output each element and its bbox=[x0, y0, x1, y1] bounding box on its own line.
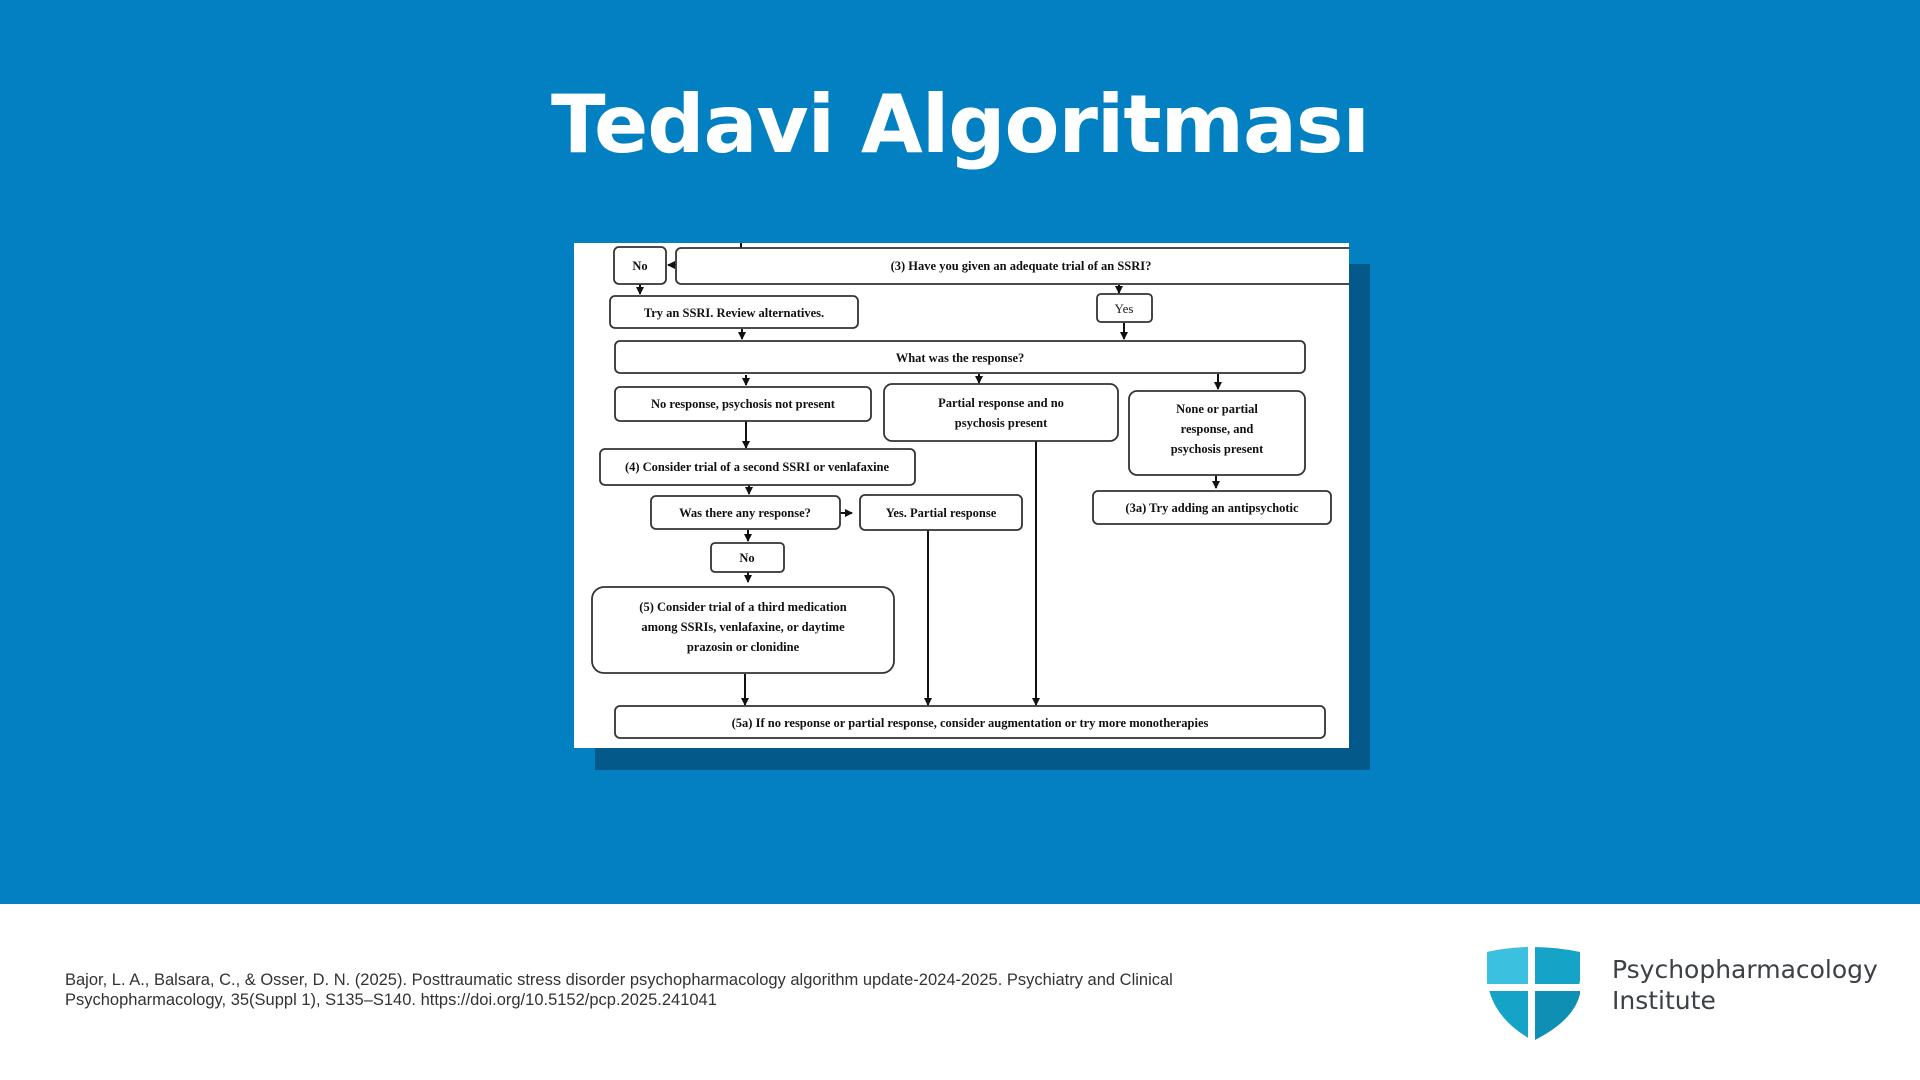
psychopharmacology-institute-logo: Psychopharmacology Institute bbox=[1484, 944, 1878, 1044]
partial-no-psychosis-text-1: Partial response and no bbox=[938, 396, 1064, 410]
shield-cross-icon bbox=[1484, 946, 1584, 1042]
yes-partial-text: Yes. Partial response bbox=[886, 506, 997, 520]
none-partial-psychosis-box bbox=[1128, 390, 1306, 476]
citation: Bajor, L. A., Balsara, C., & Osser, D. N… bbox=[65, 970, 1395, 1010]
step5-text-3: prazosin or clonidine bbox=[687, 640, 800, 654]
adequate-trial-question-text: (3) Have you given an adequate trial of … bbox=[891, 259, 1152, 273]
none-partial-psychosis-text-2: response, and bbox=[1181, 422, 1254, 436]
no-label-2: No bbox=[739, 551, 754, 565]
logo-line-1: Psychopharmacology bbox=[1612, 955, 1878, 984]
step5a-box bbox=[614, 705, 1326, 739]
yes-partial-box bbox=[859, 494, 1023, 531]
response-question-box bbox=[614, 340, 1306, 374]
step3a-text: (3a) Try adding an antipsychotic bbox=[1125, 501, 1299, 515]
logo-line-2: Institute bbox=[1612, 986, 1716, 1015]
logo-wordmark: Psychopharmacology Institute bbox=[1612, 954, 1878, 1016]
citation-line-2: Psychopharmacology, 35(Suppl 1), S135–S1… bbox=[65, 991, 717, 1009]
response-question-text: What was the response? bbox=[896, 351, 1025, 365]
step4-box bbox=[599, 448, 916, 486]
step3a-box bbox=[1092, 490, 1332, 525]
no-label-1: No bbox=[632, 259, 647, 273]
flowchart-figure: No (3) Have you given an adequate trial … bbox=[574, 243, 1349, 748]
no-box-2 bbox=[710, 542, 785, 573]
partial-no-psychosis-text-2: psychosis present bbox=[955, 416, 1048, 430]
try-ssri-box bbox=[609, 295, 859, 329]
adequate-trial-question-box bbox=[675, 247, 1349, 285]
no-response-box bbox=[614, 386, 872, 422]
any-response-box bbox=[650, 495, 841, 530]
flowchart-svg: No (3) Have you given an adequate trial … bbox=[591, 243, 1349, 739]
step5-box bbox=[591, 586, 895, 674]
no-response-text: No response, psychosis not present bbox=[651, 397, 836, 411]
citation-line-1: Bajor, L. A., Balsara, C., & Osser, D. N… bbox=[65, 971, 1173, 989]
slide-footer: Bajor, L. A., Balsara, C., & Osser, D. N… bbox=[0, 904, 1920, 1080]
yes-box-1 bbox=[1096, 293, 1153, 323]
slide-title: Tedavi Algoritması bbox=[551, 78, 1370, 171]
none-partial-psychosis-text-1: None or partial bbox=[1176, 402, 1258, 416]
partial-no-psychosis-box bbox=[883, 383, 1119, 442]
yes-label-1: Yes bbox=[1115, 301, 1134, 316]
any-response-text: Was there any response? bbox=[679, 506, 811, 520]
step4-text: (4) Consider trial of a second SSRI or v… bbox=[625, 460, 890, 474]
none-partial-psychosis-text-3: psychosis present bbox=[1171, 442, 1264, 456]
step5-text-1: (5) Consider trial of a third medication bbox=[639, 600, 846, 614]
step5a-text: (5a) If no response or partial response,… bbox=[732, 716, 1209, 730]
no-box-1 bbox=[613, 246, 667, 285]
step5-text-2: among SSRIs, venlafaxine, or daytime bbox=[641, 620, 845, 634]
slide-main-area: Tedavi Algoritması bbox=[0, 0, 1920, 904]
try-ssri-text: Try an SSRI. Review alternatives. bbox=[644, 306, 824, 320]
